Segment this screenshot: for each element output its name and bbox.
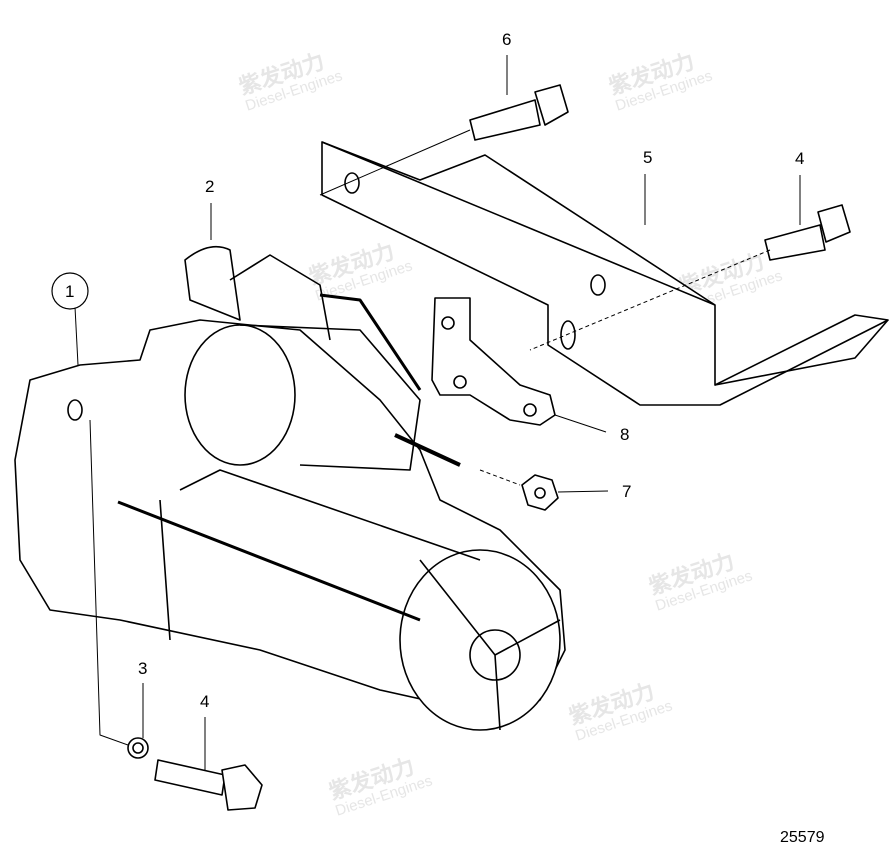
starter-motor <box>14 245 566 731</box>
bracket-5 <box>321 141 889 406</box>
callout-7: 7 <box>622 482 632 501</box>
plate-8 <box>431 297 556 426</box>
nut-7 <box>521 474 559 511</box>
callout-3: 3 <box>138 659 148 678</box>
callout-1: 1 <box>65 282 75 301</box>
figure-number: 25579 <box>780 829 825 846</box>
bolt-6 <box>469 84 569 141</box>
bolt-4-left <box>154 759 263 811</box>
callout-2: 2 <box>205 177 215 196</box>
washer-3 <box>127 737 149 759</box>
callout-8: 8 <box>620 425 630 444</box>
callout-5: 5 <box>643 148 653 167</box>
callout-1-circle <box>51 272 89 310</box>
callout-4-right: 4 <box>795 149 805 168</box>
callout-4-left: 4 <box>200 692 210 711</box>
callout-6: 6 <box>502 30 512 49</box>
bolt-4-right <box>764 204 851 261</box>
